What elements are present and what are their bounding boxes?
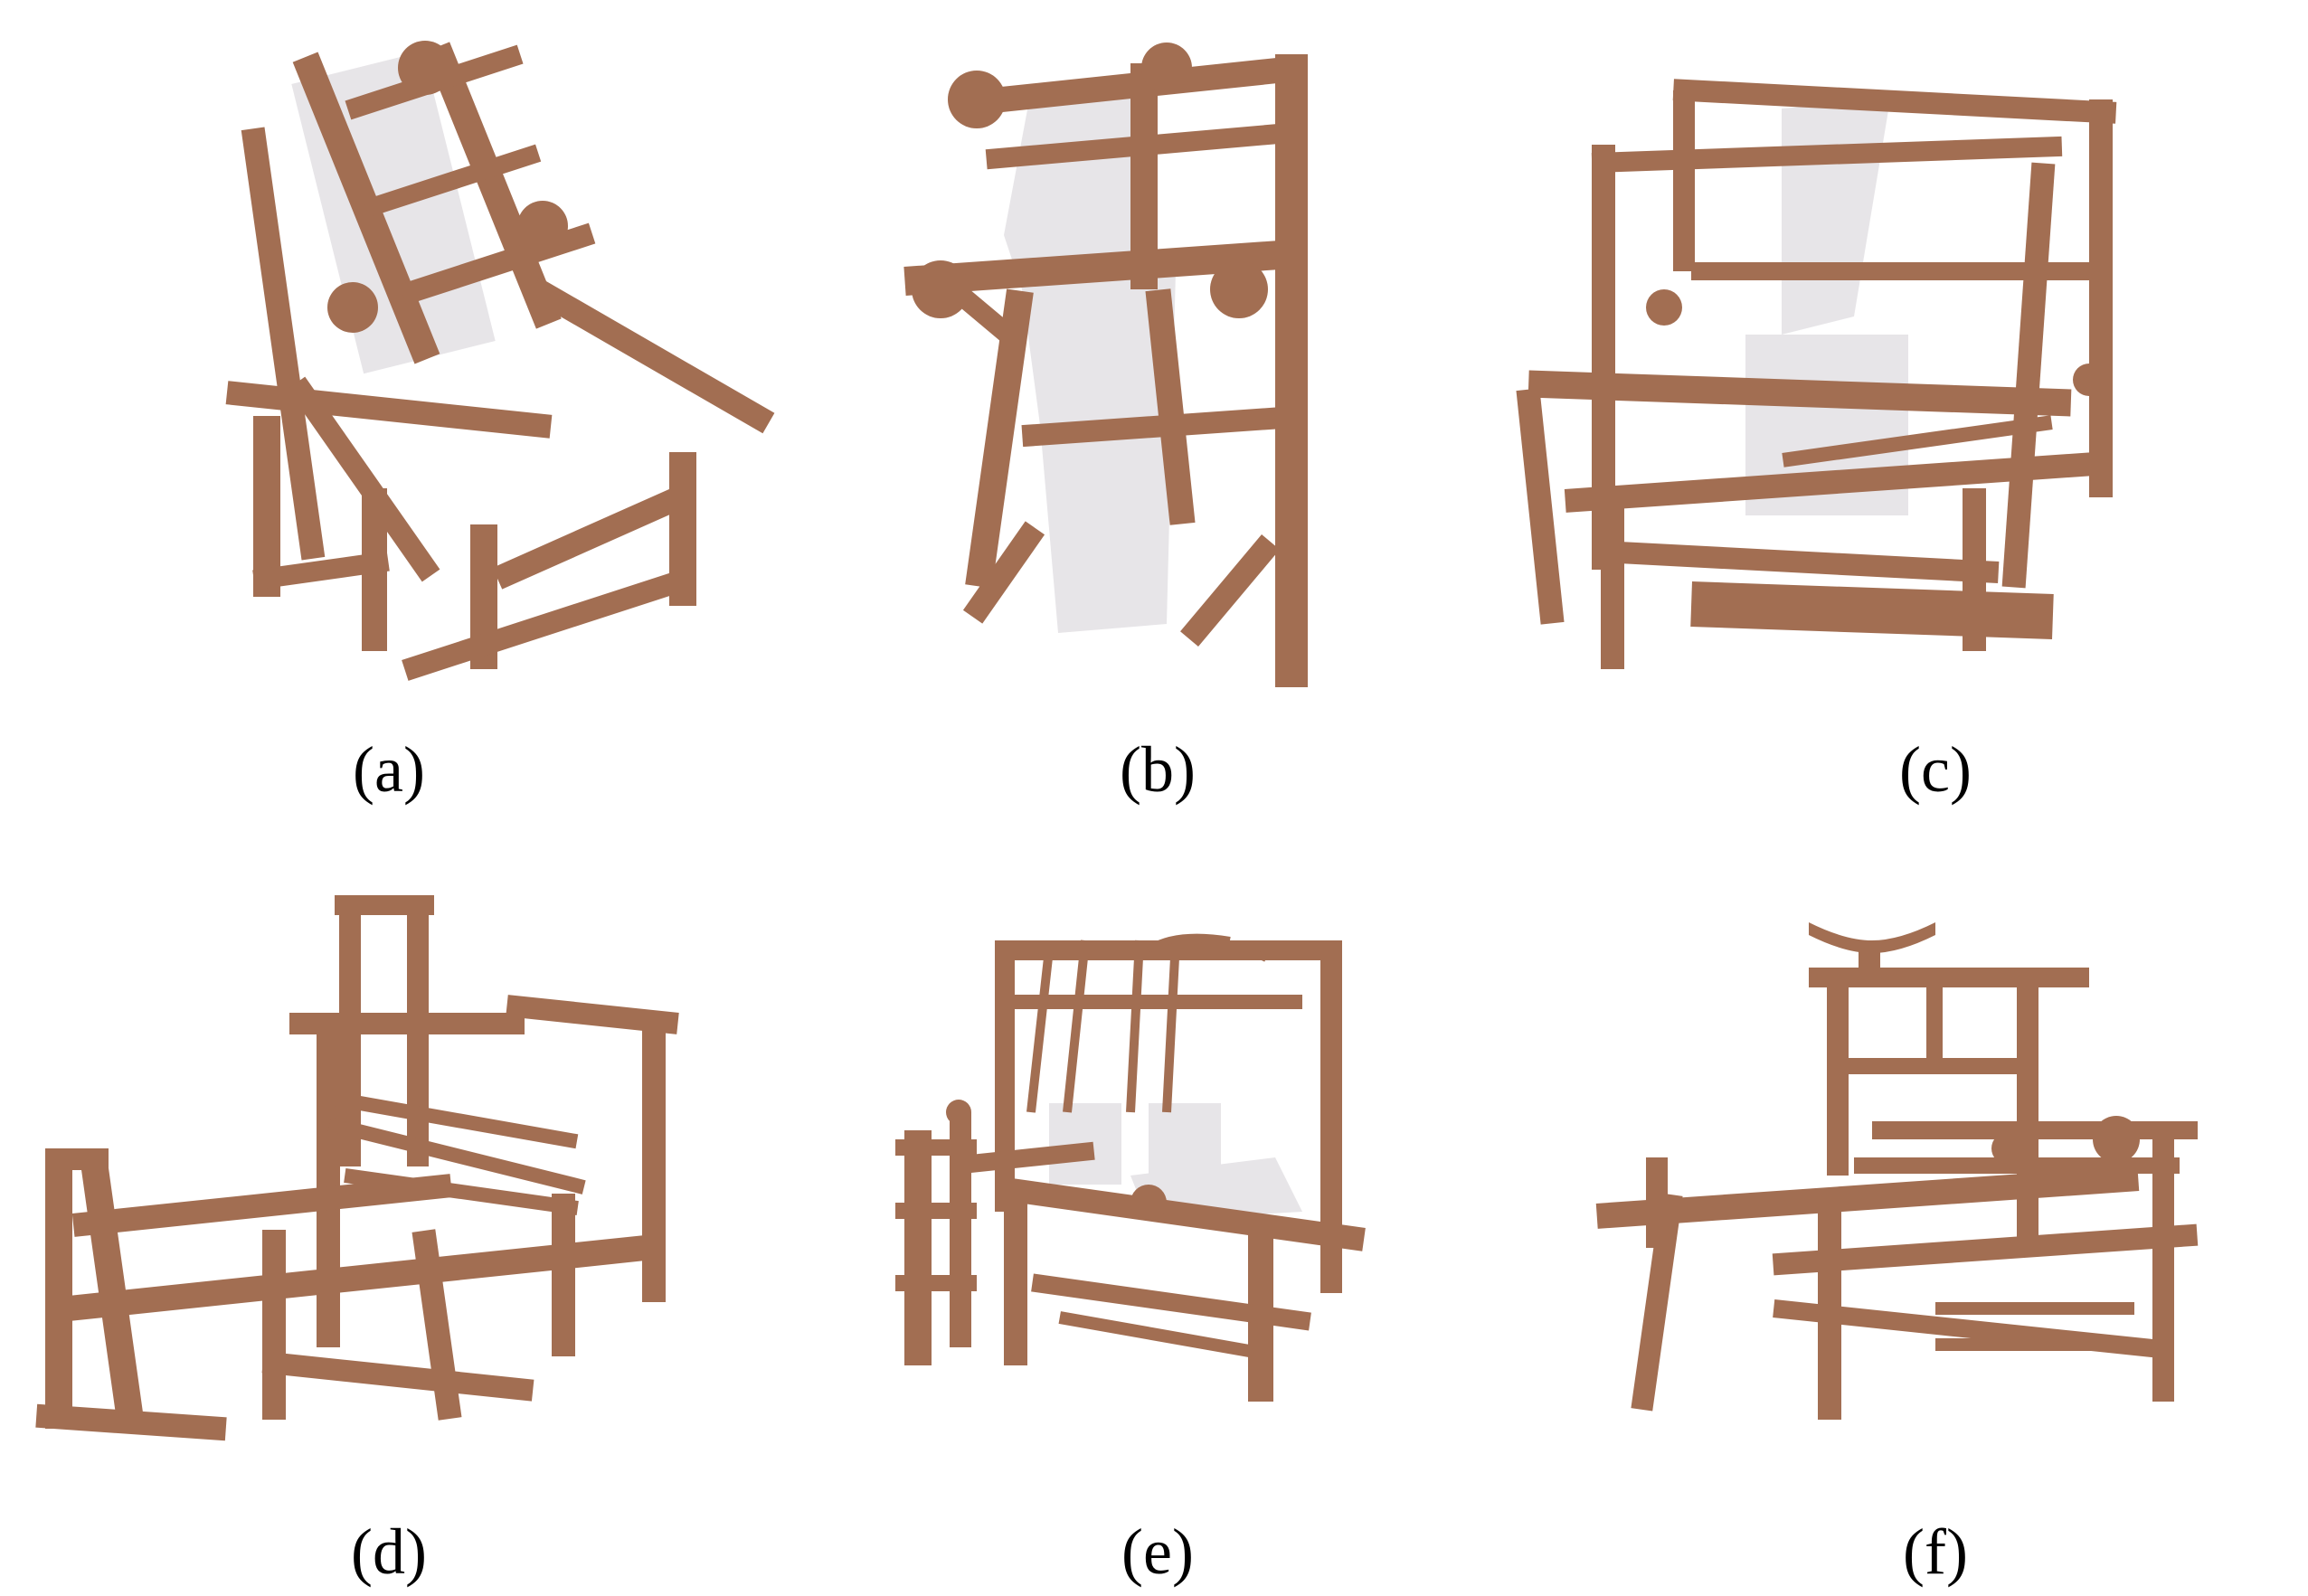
panel-c-label: (c)	[1899, 733, 1972, 806]
panel-a-label: (a)	[353, 733, 425, 806]
panel-d-label: (d)	[351, 1516, 427, 1588]
panel-b	[895, 36, 1384, 687]
loom-f-illustration	[1595, 922, 2199, 1420]
panel-a	[217, 18, 778, 687]
panel-d	[18, 886, 705, 1447]
panel-b-label: (b)	[1120, 733, 1196, 806]
loom-c-illustration	[1516, 79, 2117, 669]
panel-e	[850, 931, 1411, 1402]
loom-b-illustration	[903, 42, 1308, 687]
loom-e-illustration	[895, 933, 1366, 1402]
panel-c	[1510, 79, 2125, 669]
loom-a-illustration	[225, 41, 775, 681]
panel-f	[1592, 913, 2207, 1420]
panel-e-label: (e)	[1121, 1516, 1194, 1588]
loom-d-illustration	[35, 895, 679, 1441]
panel-f-label: (f)	[1903, 1516, 1968, 1588]
